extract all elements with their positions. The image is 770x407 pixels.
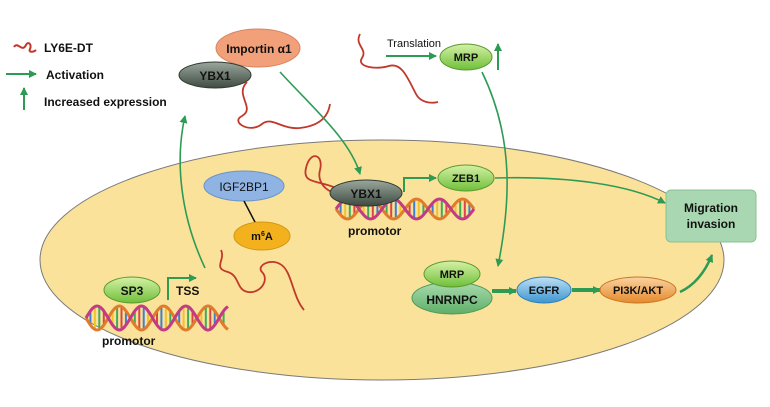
- rna-m6a-strand: [219, 249, 305, 311]
- zeb1-to-migration-arrow: [494, 176, 666, 204]
- igf2bp1-m6a-link: [243, 200, 257, 225]
- hnrnpc-label: HNRNPC: [426, 293, 478, 307]
- pi3k-akt-label: PI3K/AKT: [613, 285, 663, 297]
- dna-left-strand-a: [84, 304, 229, 332]
- zeb1-label: ZEB1: [452, 173, 480, 185]
- tss-arrow: [167, 274, 197, 300]
- importin-ybx1-complex: Importin α1 YBX1: [178, 28, 331, 129]
- legend-activation-label: Activation: [46, 68, 104, 82]
- legend-rna-label: LY6E-DT: [44, 41, 94, 55]
- ybx1-nucleus-label: YBX1: [350, 187, 382, 201]
- dna-right-strand-b: [334, 197, 476, 221]
- dna-left-strand-b: [84, 304, 229, 332]
- sp3-node: [103, 276, 161, 304]
- migration-invasion-box: [665, 189, 757, 243]
- mrp-nucleus-node: [423, 260, 481, 288]
- dna-right: [334, 197, 476, 221]
- egfr-label: EGFR: [529, 285, 560, 297]
- ybx1-zeb1-arrow: [403, 174, 437, 192]
- translation-module: Translation MRP: [357, 33, 502, 104]
- m6a-label-sup: 6: [261, 231, 265, 238]
- dna-left: [84, 304, 229, 332]
- rna-legend-icon: [13, 42, 37, 53]
- m6a-label: m6A: [251, 231, 273, 243]
- egfr-node: [516, 276, 572, 304]
- igf2bp1-label: IGF2BP1: [219, 180, 269, 194]
- promotor-right-label: promotor: [348, 224, 402, 238]
- rna-cytoplasm-strand: [237, 81, 331, 129]
- m6a-node: [233, 221, 291, 251]
- ybx1-cytoplasm-node: [178, 61, 252, 89]
- pi3k-akt-node: [599, 276, 677, 304]
- rna-ybx1-strand: [304, 155, 347, 196]
- promotor-left-label: promotor: [102, 334, 156, 348]
- importin-label: Importin α1: [226, 42, 292, 56]
- tss-label: TSS: [176, 284, 199, 298]
- invasion-label: invasion: [687, 217, 736, 231]
- ybx1-import-arrow: [279, 71, 362, 175]
- rna-translation-strand: [357, 33, 439, 104]
- mrp-to-nucleus-arrow: [481, 71, 508, 267]
- legend-increased-label: Increased expression: [44, 95, 167, 109]
- translation-label: Translation: [387, 38, 441, 50]
- ybx1-nucleus-node: [329, 179, 403, 207]
- igf2bp1-m6a-module: IGF2BP1 m6A: [203, 170, 305, 311]
- m6a-label-tail: A: [265, 231, 273, 243]
- sp3-to-ybx1-arrow: [179, 115, 206, 269]
- zeb1-node: [437, 164, 495, 192]
- mrp-cytoplasm-node: [439, 43, 493, 71]
- mrp-cytoplasm-label: MRP: [454, 52, 478, 64]
- ybx1-cytoplasm-label: YBX1: [199, 69, 231, 83]
- mrp-nucleus-label: MRP: [440, 269, 464, 281]
- importin-node: [215, 28, 301, 68]
- sp3-label: SP3: [121, 284, 144, 298]
- legend: LY6E-DT Activation Increased expression: [6, 41, 167, 110]
- m6a-label-base: m: [251, 231, 261, 243]
- pi3k-to-migration-arrow: [679, 254, 714, 294]
- migration-label: Migration: [684, 201, 738, 215]
